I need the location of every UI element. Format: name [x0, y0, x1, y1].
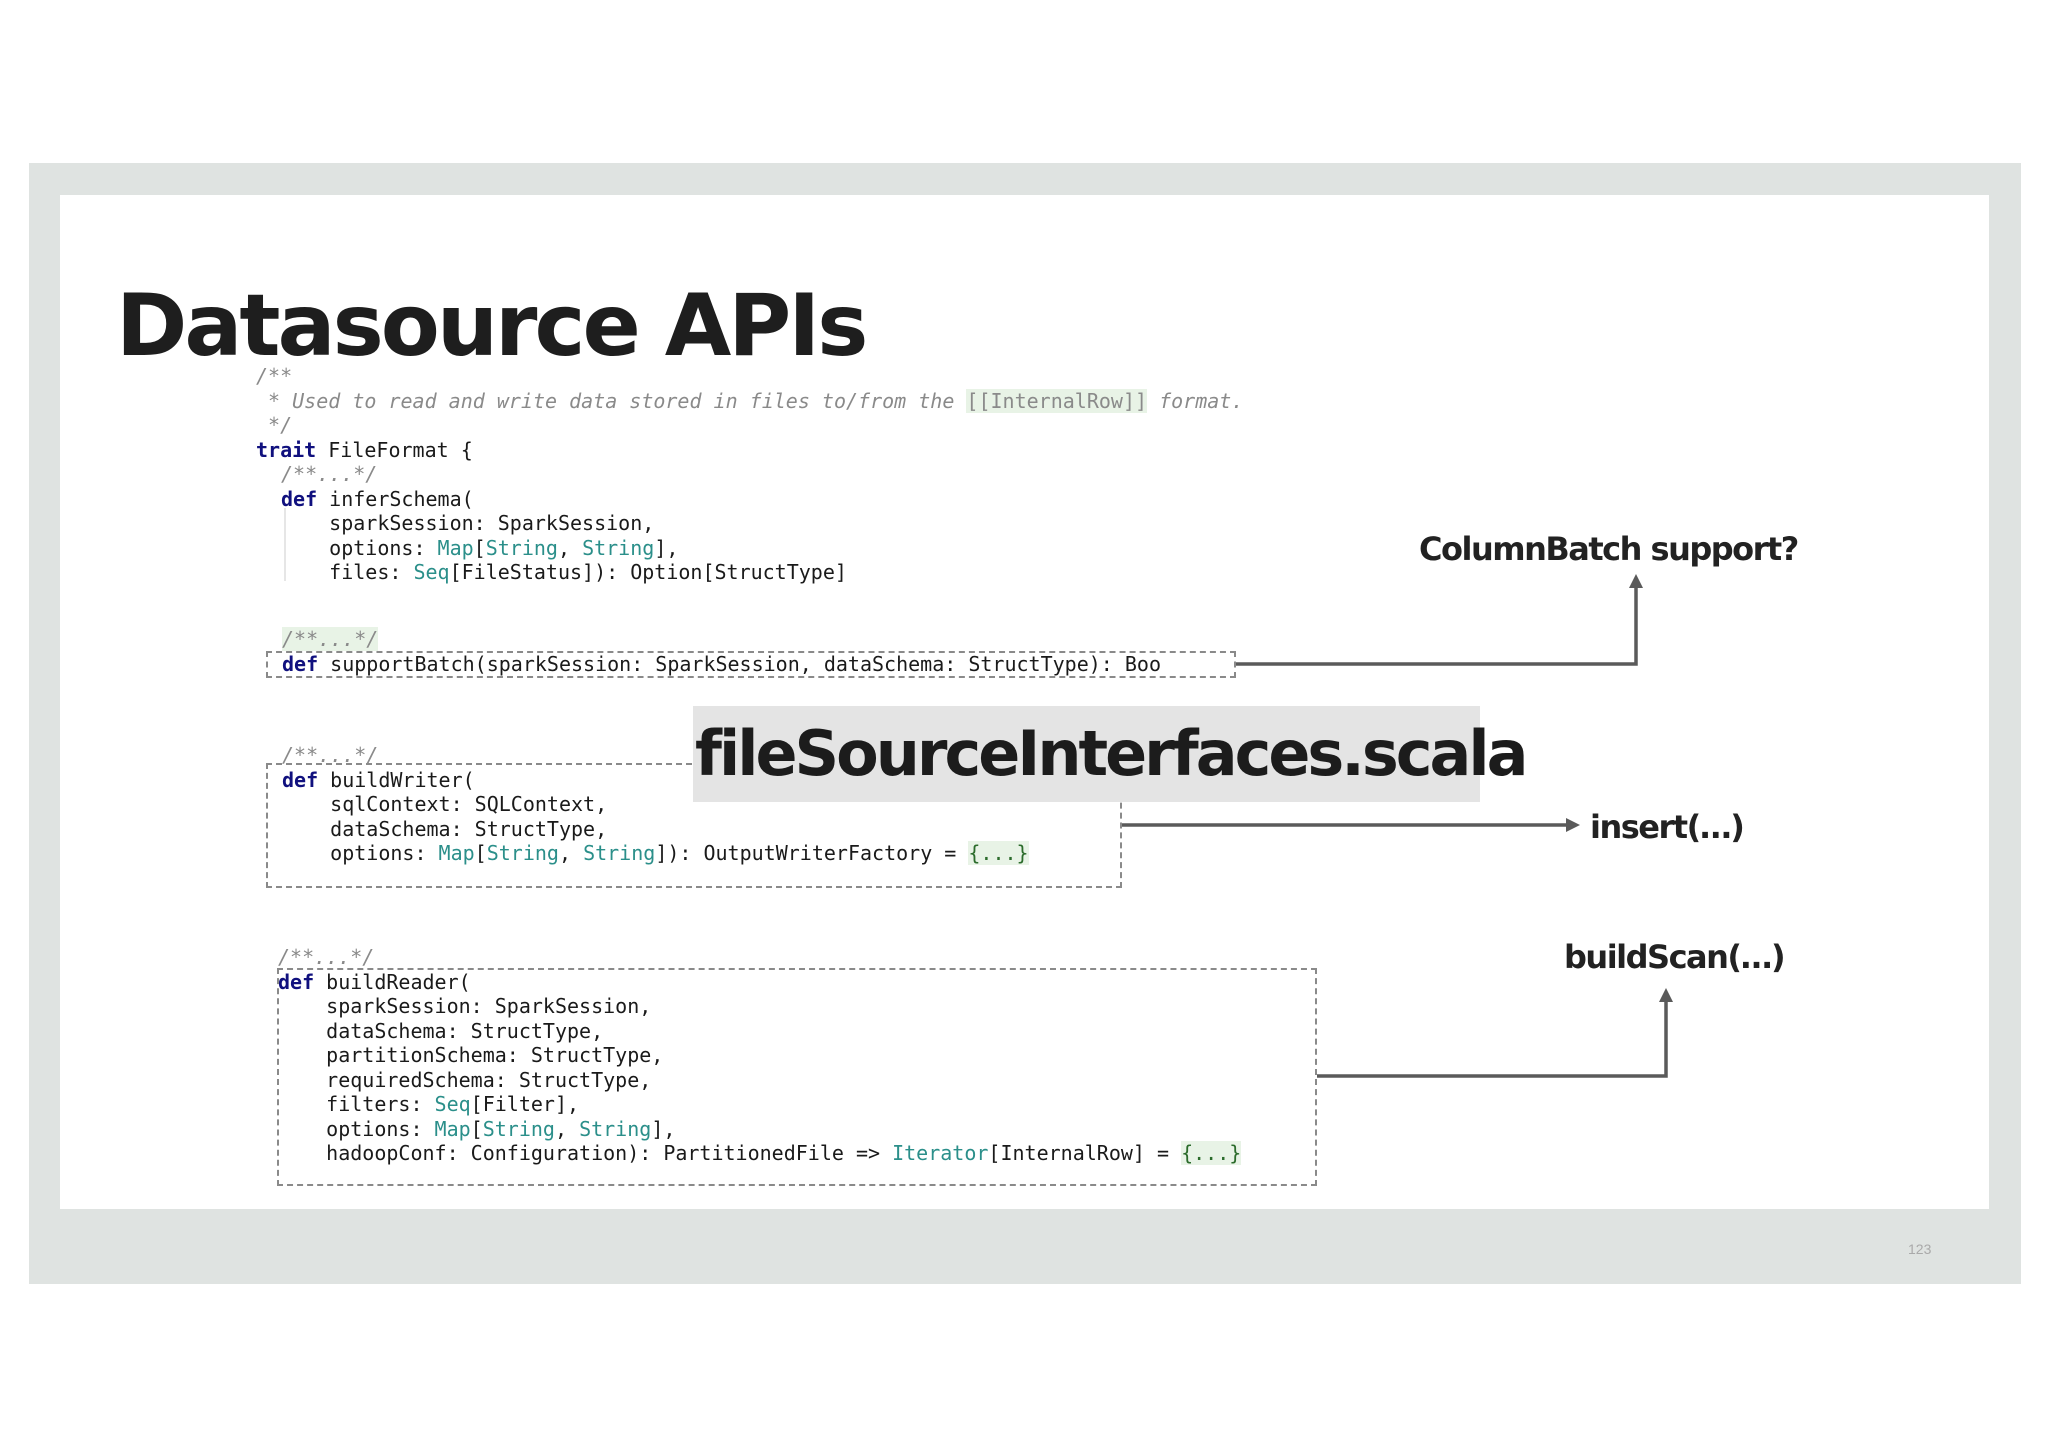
infer-param-session: sparkSession: SparkSession,: [281, 511, 655, 535]
type-string: String: [486, 841, 559, 865]
arrowhead-up-icon: [1629, 574, 1643, 588]
annotation-column-batch: ColumnBatch support?: [1419, 530, 1799, 568]
code-token: [Filter],: [470, 1092, 580, 1116]
arrow-support-batch: [1236, 584, 1638, 666]
infer-param-files: files:: [281, 560, 414, 584]
folded-body: {...}: [1181, 1141, 1242, 1165]
type-string: String: [482, 1116, 555, 1141]
type-map: Map: [437, 535, 474, 560]
infer-return-type: [FileStatus]): Option[StructType]: [449, 560, 847, 584]
code-support-batch: /**...*/ def supportBatch(sparkSession: …: [282, 627, 1161, 676]
trait-keyword: trait: [256, 437, 317, 462]
code-token: ,: [557, 535, 583, 560]
code-build-reader: /**...*/ def buildReader( sparkSession: …: [278, 945, 1242, 1166]
type-seq: Seq: [413, 560, 450, 584]
support-batch-signature: supportBatch(sparkSession: SparkSession,…: [318, 651, 1161, 676]
doc-comment-ref: [[InternalRow]]: [966, 388, 1148, 413]
doc-comment-body: * Used to read and write data stored in …: [256, 388, 1244, 413]
type-map: Map: [438, 841, 475, 865]
arrow-build-reader: [1317, 998, 1668, 1078]
code-token: ,: [554, 1116, 580, 1141]
reader-param-session: sparkSession: SparkSession,: [278, 994, 652, 1018]
type-seq: Seq: [434, 1092, 471, 1116]
code-token: ],: [651, 1116, 676, 1141]
doc-comment-text-end: format.: [1147, 388, 1244, 413]
reader-param-filters: filters:: [278, 1092, 435, 1116]
code-token: ,: [558, 841, 584, 865]
annotation-insert: insert(…): [1590, 808, 1745, 846]
def-keyword: def: [278, 969, 315, 994]
annotation-build-scan: buildScan(…): [1564, 938, 1786, 976]
infer-param-options: options:: [281, 535, 438, 560]
code-token: [: [470, 1116, 483, 1141]
code-token: [: [473, 535, 486, 560]
writer-param-schema: dataSchema: StructType,: [282, 816, 608, 841]
doc-comment-open: /**: [256, 364, 293, 388]
type-string: String: [579, 1116, 652, 1141]
type-map: Map: [434, 1116, 471, 1141]
def-keyword: def: [281, 486, 318, 511]
writer-param-options: options:: [282, 841, 439, 865]
type-string: String: [485, 535, 558, 560]
trait-declaration: FileFormat {: [316, 437, 473, 462]
type-string: String: [582, 535, 655, 560]
fold-comment: /**...*/: [282, 627, 379, 651]
code-file-header: /** * Used to read and write data stored…: [256, 364, 1243, 462]
build-writer-name: buildWriter(: [318, 767, 475, 792]
reader-param-hadoop-conf: hadoopConf: Configuration): PartitionedF…: [278, 1141, 893, 1165]
fold-comment-text: /**...*/: [282, 627, 379, 651]
code-token: ],: [654, 535, 679, 560]
reader-return-type: [InternalRow] =: [988, 1141, 1182, 1165]
build-reader-name: buildReader(: [314, 969, 471, 994]
code-infer-schema: /**...*/ def inferSchema( sparkSession: …: [281, 462, 847, 585]
file-name-banner: fileSourceInterfaces.scala: [693, 706, 1528, 802]
doc-comment-close: */: [256, 413, 293, 437]
def-keyword: def: [282, 767, 319, 792]
reader-param-schema: dataSchema: StructType,: [278, 1018, 604, 1043]
fold-comment: /**...*/: [278, 945, 375, 969]
infer-schema-name: inferSchema(: [317, 486, 474, 511]
doc-comment-text: * Used to read and write data stored in …: [256, 388, 967, 413]
code-build-writer: /**...*/ def buildWriter( sqlContext: SQ…: [282, 743, 1029, 866]
def-keyword: def: [282, 651, 319, 676]
support-batch-highlight-box: [266, 651, 1236, 678]
writer-param-sqlcontext: sqlContext: SQLContext,: [282, 792, 608, 816]
type-iterator: Iterator: [892, 1141, 989, 1165]
arrowhead-right-icon: [1566, 818, 1580, 832]
slide-title: Datasource APIs: [116, 276, 868, 376]
build-reader-highlight-box: [277, 968, 1317, 1186]
reader-param-partition-schema: partitionSchema: StructType,: [278, 1043, 664, 1067]
reader-param-options: options:: [278, 1116, 435, 1141]
fold-comment: /**...*/: [281, 462, 378, 486]
type-string: String: [583, 841, 656, 865]
reader-param-required-schema: requiredSchema: StructType,: [278, 1067, 652, 1092]
folded-body: {...}: [968, 841, 1029, 865]
arrowhead-up-icon: [1659, 988, 1673, 1002]
fold-guide: [284, 508, 286, 581]
writer-return-type: ]): OutputWriterFactory =: [655, 841, 969, 865]
page-number: 123: [1908, 1241, 1932, 1257]
code-token: [: [474, 841, 487, 865]
